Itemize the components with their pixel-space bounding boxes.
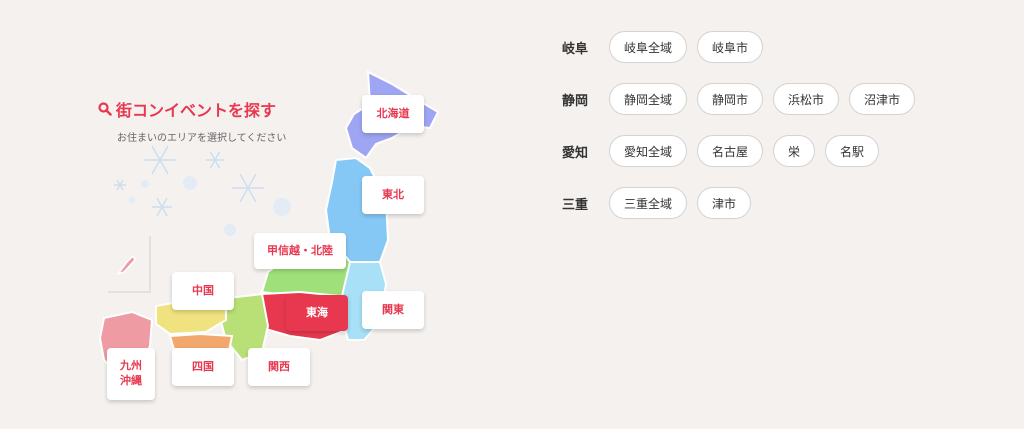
- city-filter-panel: 岐阜 岐阜全域 岐阜市 静岡 静岡全域 静岡市 浜松市 沼津市 愛知 愛知全域 …: [562, 30, 925, 238]
- region-button-kansai[interactable]: 関西: [248, 348, 310, 386]
- city-button[interactable]: 浜松市: [773, 83, 840, 115]
- prefecture-row-gifu: 岐阜 岐阜全域 岐阜市: [562, 30, 925, 64]
- region-button-shikoku[interactable]: 四国: [172, 348, 234, 386]
- okinawa-inset-frame: [108, 236, 151, 293]
- search-icon: [98, 102, 112, 116]
- prefecture-name: 静岡: [562, 93, 589, 109]
- snowflake-decoration: [114, 145, 264, 217]
- city-button[interactable]: 岐阜全域: [609, 31, 688, 63]
- prefecture-name: 愛知: [562, 145, 589, 161]
- region-button-chugoku[interactable]: 中国: [172, 272, 234, 310]
- region-button-tohoku[interactable]: 東北: [362, 176, 424, 214]
- region-button-hokkaido[interactable]: 北海道: [362, 95, 424, 133]
- city-button[interactable]: 岐阜市: [697, 31, 764, 63]
- region-button-koshinetsu-hokuriku[interactable]: 甲信越・北陸: [254, 233, 346, 269]
- city-button[interactable]: 名古屋: [697, 135, 764, 167]
- prefecture-row-aichi: 愛知 愛知全域 名古屋 栄 名駅: [562, 134, 925, 168]
- city-button[interactable]: 愛知全域: [609, 135, 688, 167]
- city-button[interactable]: 名駅: [825, 135, 880, 167]
- city-button[interactable]: 静岡全域: [609, 83, 688, 115]
- region-button-kanto[interactable]: 関東: [362, 291, 424, 329]
- snow-dots: [129, 176, 291, 236]
- city-button[interactable]: 三重全域: [609, 187, 688, 219]
- prefecture-name: 岐阜: [562, 41, 589, 57]
- region-button-kyushu-okinawa[interactable]: 九州 沖縄: [107, 348, 155, 400]
- region-button-tokai[interactable]: 東海: [286, 295, 348, 331]
- city-button[interactable]: 沼津市: [849, 83, 916, 115]
- city-button[interactable]: 栄: [773, 135, 816, 167]
- japan-map: [98, 70, 440, 378]
- region-okinawa[interactable]: [115, 254, 136, 276]
- prefecture-row-mie: 三重 三重全域 津市: [562, 186, 925, 220]
- search-subtitle: お住まいのエリアを選択してください: [117, 133, 287, 144]
- search-heading: 街コンイベントを探す: [98, 97, 276, 121]
- prefecture-row-shizuoka: 静岡 静岡全域 静岡市 浜松市 沼津市: [562, 82, 925, 116]
- search-title: 街コンイベントを探す: [116, 101, 277, 120]
- japan-map-area: 街コンイベントを探す お住まいのエリアを選択してください: [0, 0, 480, 429]
- prefecture-name: 三重: [562, 197, 589, 213]
- city-button[interactable]: 静岡市: [697, 83, 764, 115]
- city-button[interactable]: 津市: [697, 187, 752, 219]
